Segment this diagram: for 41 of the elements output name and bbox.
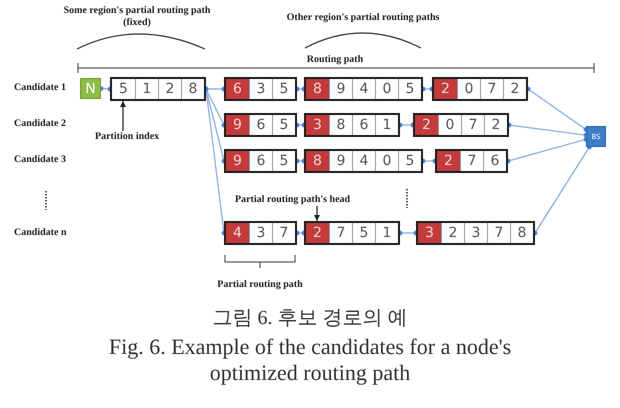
bracket-label: Some region's partial routing path (fixed) <box>62 5 212 29</box>
leader-arrow <box>314 206 320 221</box>
leader-arrow <box>120 101 126 131</box>
row-label: Candidate n <box>14 227 67 239</box>
head-cell: 9 <box>226 115 249 135</box>
bracket-label: Partial routing path <box>217 279 303 291</box>
segment-box <box>432 77 528 101</box>
head-cell: 2 <box>306 223 329 243</box>
segment-box <box>224 149 297 173</box>
head-cell: 4 <box>226 223 249 243</box>
segment-box <box>304 221 400 245</box>
dimension-label: Routing path <box>306 54 364 66</box>
segment-box <box>413 113 509 137</box>
caption: 그림 6. 후보 경로의 예 <box>212 306 408 330</box>
segment-box <box>224 221 297 245</box>
callout-label: Partial routing path's head <box>235 194 350 206</box>
segment-box <box>416 221 535 245</box>
head-cell: 2 <box>415 115 438 135</box>
callout-label: Partition index <box>95 131 160 143</box>
head-cell: 2 <box>434 79 457 99</box>
head-cell: 8 <box>306 151 329 171</box>
row-label: Candidate 1 <box>14 82 66 94</box>
segment-box <box>110 77 206 101</box>
head-cell: 2 <box>437 151 460 171</box>
segment-box <box>435 149 508 173</box>
bracket-label: Other region's partial routing paths <box>286 12 440 24</box>
head-cell: 3 <box>306 115 329 135</box>
head-cell: 6 <box>226 79 249 99</box>
row-label: Candidate 2 <box>14 118 66 130</box>
row-label: Candidate 3 <box>14 154 66 166</box>
segment-box <box>304 113 400 137</box>
segment-box <box>224 77 297 101</box>
connector <box>204 86 226 236</box>
head-cell: 8 <box>306 79 329 99</box>
head-cell: 3 <box>418 223 441 243</box>
caption: Fig. 6. Example of the candidates for a node's optimized routing path <box>108 334 512 386</box>
segment-box <box>304 77 423 101</box>
head-cell: 9 <box>226 151 249 171</box>
start-box: N <box>80 78 101 99</box>
segment-box <box>224 113 297 137</box>
segment-box <box>304 149 423 173</box>
